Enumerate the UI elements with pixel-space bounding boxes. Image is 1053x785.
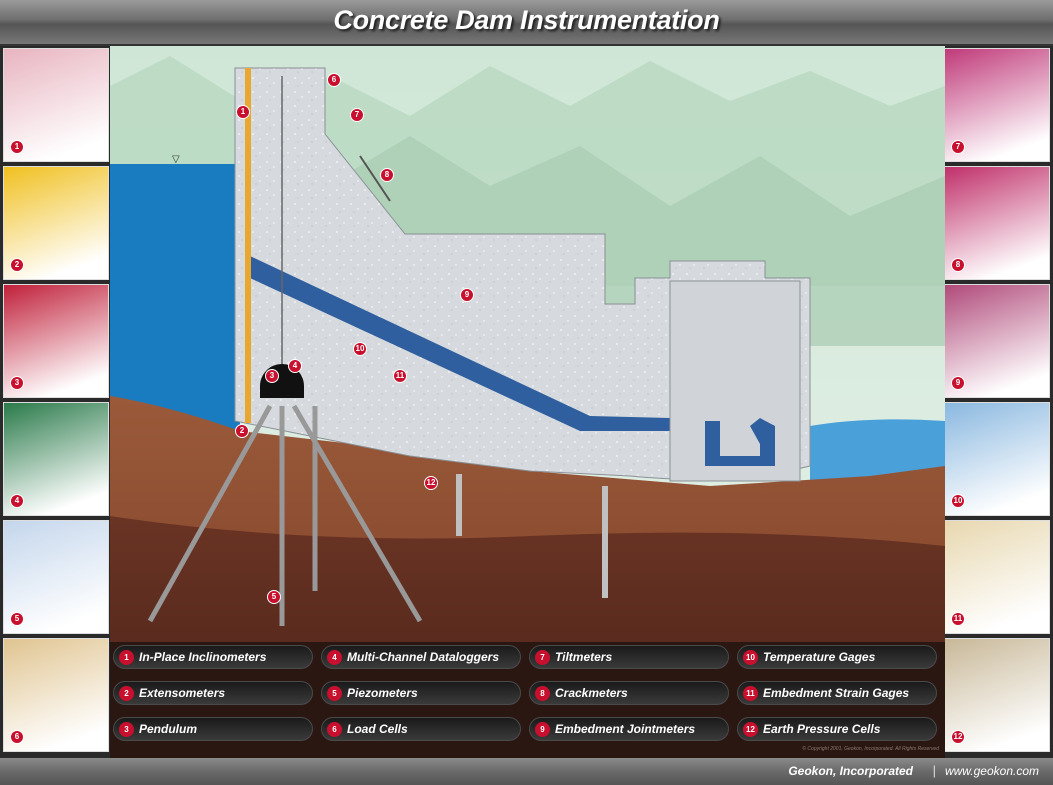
right-product-panel-7: 7 (944, 48, 1050, 162)
left-product-panel-6: 6 (3, 638, 109, 752)
left-product-panel-1: 1 (3, 48, 109, 162)
left-product-panel-5: 5 (3, 520, 109, 634)
legend-label: Pendulum (139, 722, 198, 736)
legend-item-9: 9 Embedment Jointmeters (529, 717, 729, 741)
product-number-badge: 11 (951, 612, 965, 626)
legend-label: Extensometers (139, 686, 226, 700)
legend-number: 2 (119, 686, 134, 701)
copyright-notice: © Copyright 2001, Geokon, Incorporated. … (802, 746, 939, 752)
marker-load-cell: 6 (327, 73, 341, 87)
piezometer-well-1 (456, 474, 462, 536)
product-number-badge: 8 (951, 258, 965, 272)
draft-tube (705, 418, 775, 466)
marker-piezometer: 5 (267, 590, 281, 604)
legend-number: 12 (743, 722, 758, 737)
marker-tiltmeter: 7 (350, 108, 364, 122)
piezometer-well-2 (602, 486, 608, 598)
product-number-badge: 7 (951, 140, 965, 154)
left-product-panel-2: 2 (3, 166, 109, 280)
website-link[interactable]: www.geokon.com (944, 764, 1039, 778)
marker-crackmeter: 8 (380, 168, 394, 182)
crackmeter-line (359, 155, 391, 202)
powerhouse (669, 280, 801, 482)
product-number-badge: 10 (951, 494, 965, 508)
legend-number: 8 (535, 686, 550, 701)
extensometer-rods (147, 404, 423, 626)
inclinometer-tube (245, 68, 251, 423)
marker-temperature-gage: 10 (353, 342, 367, 356)
legend-number: 9 (535, 722, 550, 737)
legend-item-11: 11 Embedment Strain Gages (737, 681, 937, 705)
legend-number: 10 (743, 650, 758, 665)
legend-item-10: 10 Temperature Gages (737, 645, 937, 669)
legend-label: Multi-Channel Dataloggers (347, 650, 500, 664)
right-product-panel-12: 12 (944, 638, 1050, 752)
legend-label: Crackmeters (555, 686, 628, 700)
legend-label: In-Place Inclinometers (139, 650, 267, 664)
legend-item-8: 8 Crackmeters (529, 681, 729, 705)
legend: 1 In-Place Inclinometers 2 Extensometers 3 Pe… (110, 642, 945, 758)
legend-item-4: 4 Multi-Channel Dataloggers (321, 645, 521, 669)
marker-strain-gage: 11 (393, 369, 407, 383)
product-number-badge: 12 (951, 730, 965, 744)
legend-number: 5 (327, 686, 342, 701)
marker-inclinometer: 1 (236, 105, 250, 119)
product-number-badge: 1 (10, 140, 24, 154)
product-number-badge: 3 (10, 376, 24, 390)
legend-number: 3 (119, 722, 134, 737)
company-name: Geokon, Incorporated (788, 764, 913, 778)
legend-item-7: 7 Tiltmeters (529, 645, 729, 669)
legend-label: Embedment Strain Gages (763, 686, 910, 700)
legend-label: Temperature Gages (763, 650, 876, 664)
page-title: Concrete Dam Instrumentation (333, 5, 720, 35)
legend-number: 11 (743, 686, 758, 701)
marker-datalogger: 4 (288, 359, 302, 373)
footer-separator: | (932, 763, 936, 778)
legend-label: Piezometers (347, 686, 418, 700)
right-product-panel-10: 10 (944, 402, 1050, 516)
legend-item-1: 1 In-Place Inclinometers (113, 645, 313, 669)
legend-number: 1 (119, 650, 134, 665)
legend-number: 7 (535, 650, 550, 665)
water-level-symbol: ▽ (172, 154, 180, 165)
legend-item-6: 6 Load Cells (321, 717, 521, 741)
legend-label: Earth Pressure Cells (763, 722, 881, 736)
legend-number: 4 (327, 650, 342, 665)
marker-pendulum: 3 (265, 369, 279, 383)
left-product-panel-3: 3 (3, 284, 109, 398)
marker-jointmeter: 9 (460, 288, 474, 302)
title-bar: Concrete Dam Instrumentation (0, 0, 1053, 46)
right-product-panel-11: 11 (944, 520, 1050, 634)
legend-item-3: 3 Pendulum (113, 717, 313, 741)
right-product-panel-8: 8 (944, 166, 1050, 280)
product-number-badge: 6 (10, 730, 24, 744)
left-product-panel-4: 4 (3, 402, 109, 516)
product-number-badge: 9 (951, 376, 965, 390)
legend-item-12: 12 Earth Pressure Cells (737, 717, 937, 741)
legend-item-2: 2 Extensometers (113, 681, 313, 705)
footer-bar: Geokon, Incorporated | www.geokon.com (0, 758, 1053, 785)
right-product-panel-9: 9 (944, 284, 1050, 398)
product-number-badge: 5 (10, 612, 24, 626)
marker-extensometer: 2 (235, 424, 249, 438)
marker-earth-pressure-cell: 12 (424, 476, 438, 490)
legend-label: Embedment Jointmeters (555, 722, 696, 736)
product-number-badge: 4 (10, 494, 24, 508)
legend-item-5: 5 Piezometers (321, 681, 521, 705)
product-number-badge: 2 (10, 258, 24, 272)
legend-label: Load Cells (347, 722, 408, 736)
legend-number: 6 (327, 722, 342, 737)
legend-label: Tiltmeters (555, 650, 613, 664)
